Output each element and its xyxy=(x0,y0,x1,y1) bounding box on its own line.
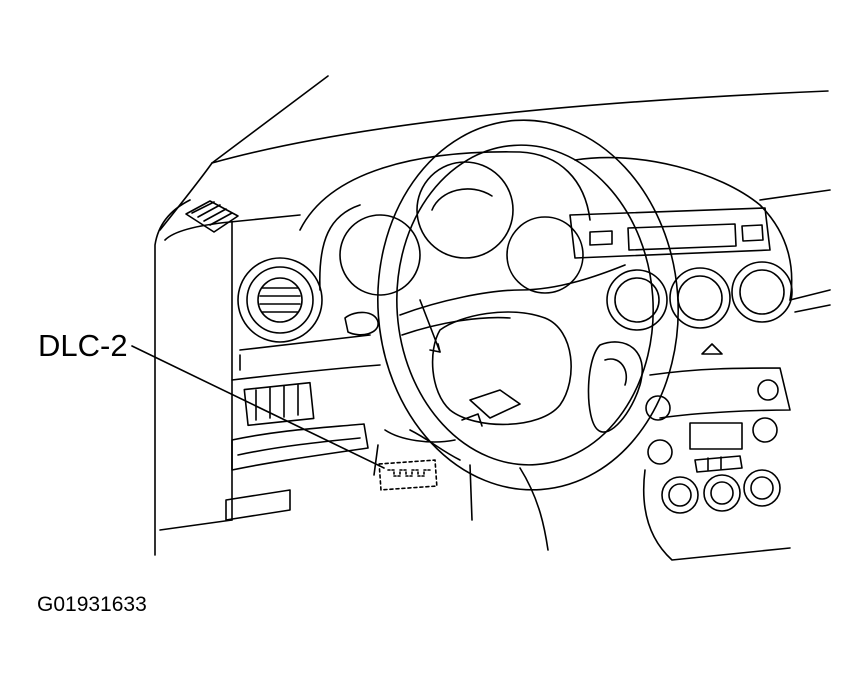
dash-left-panel xyxy=(155,200,380,555)
defroster-vent xyxy=(186,201,238,232)
instrument-cluster xyxy=(300,152,590,335)
left-lower-vents xyxy=(226,383,368,520)
callout-leader-line xyxy=(132,346,384,468)
figure-id: G01931633 xyxy=(37,593,147,616)
callout-label: DLC-2 xyxy=(38,328,128,363)
steering-wheel xyxy=(365,110,690,500)
dash-right-side xyxy=(760,190,830,312)
center-console xyxy=(570,158,792,560)
left-round-vent xyxy=(238,258,322,342)
lower-knee-panel xyxy=(374,430,548,550)
windshield-frame xyxy=(160,76,828,230)
dlc2-connector xyxy=(379,460,437,490)
